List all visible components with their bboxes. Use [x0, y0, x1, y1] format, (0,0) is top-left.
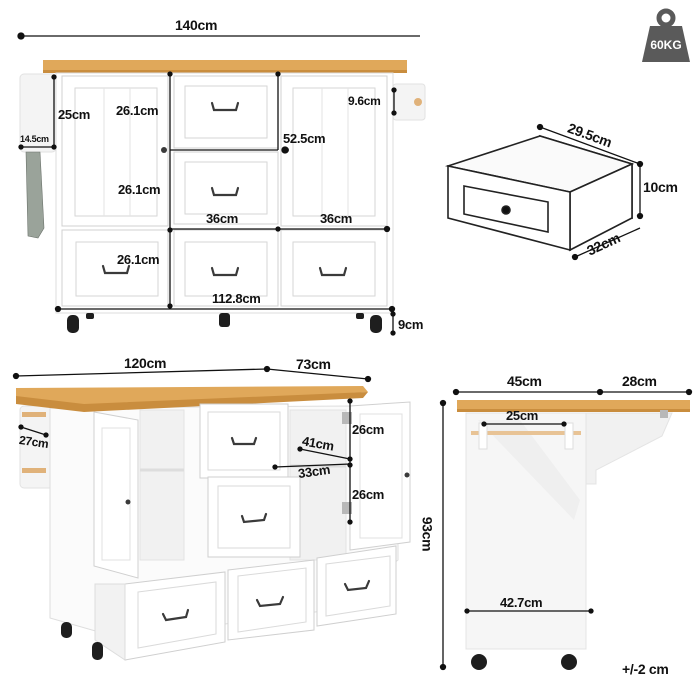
- drawer-height-top-label: 26.1cm: [116, 103, 159, 118]
- right-width-label: 36cm: [320, 211, 353, 226]
- towel-rack-width-label: 25cm: [506, 408, 539, 423]
- towel-bar-depth-label: 14.5cm: [20, 134, 49, 144]
- body-width-label: 112.8cm: [212, 291, 261, 306]
- top-depth-label: 73cm: [296, 356, 331, 372]
- side-view-dimension-lines: [439, 388, 693, 671]
- drawer-detail-drawing: [444, 134, 635, 252]
- wheel-height-label: 9cm: [398, 317, 424, 332]
- open-view-dimension-lines: [12, 365, 372, 525]
- shelf-height-lower-label: 26cm: [352, 487, 385, 502]
- top-width-label: 120cm: [124, 355, 167, 371]
- drawer-height-label: 10cm: [643, 179, 678, 195]
- drawer-height-bottom-label: 26.1cm: [117, 252, 160, 267]
- side-view-island: [457, 400, 690, 670]
- door-height-label: 52.5cm: [283, 131, 326, 146]
- base-depth-label: 42.7cm: [500, 595, 543, 610]
- tolerance-note: +/-2 cm: [622, 661, 669, 677]
- front-view-island: [19, 60, 426, 333]
- drop-leaf-depth-label: 28cm: [622, 373, 657, 389]
- weight-label: 60KG: [650, 38, 682, 52]
- shelf-height-upper-label: 26cm: [352, 422, 385, 437]
- front-view-dimension-lines: [17, 32, 420, 336]
- drawer-dimension-lines: [536, 123, 644, 261]
- center-width-label: 36cm: [206, 211, 239, 226]
- weight-icon: [642, 8, 690, 62]
- weight-capacity-badge: 60KG: [641, 8, 691, 64]
- open-view-island: [16, 386, 411, 661]
- drawer-height-middle-label: 26.1cm: [118, 182, 161, 197]
- towel-bar-height-label: 25cm: [58, 107, 91, 122]
- fixed-depth-label: 45cm: [507, 373, 542, 389]
- overall-width-label: 140cm: [175, 17, 218, 33]
- hook-height-label: 9.6cm: [348, 94, 381, 108]
- total-height-label: 93cm: [419, 516, 436, 552]
